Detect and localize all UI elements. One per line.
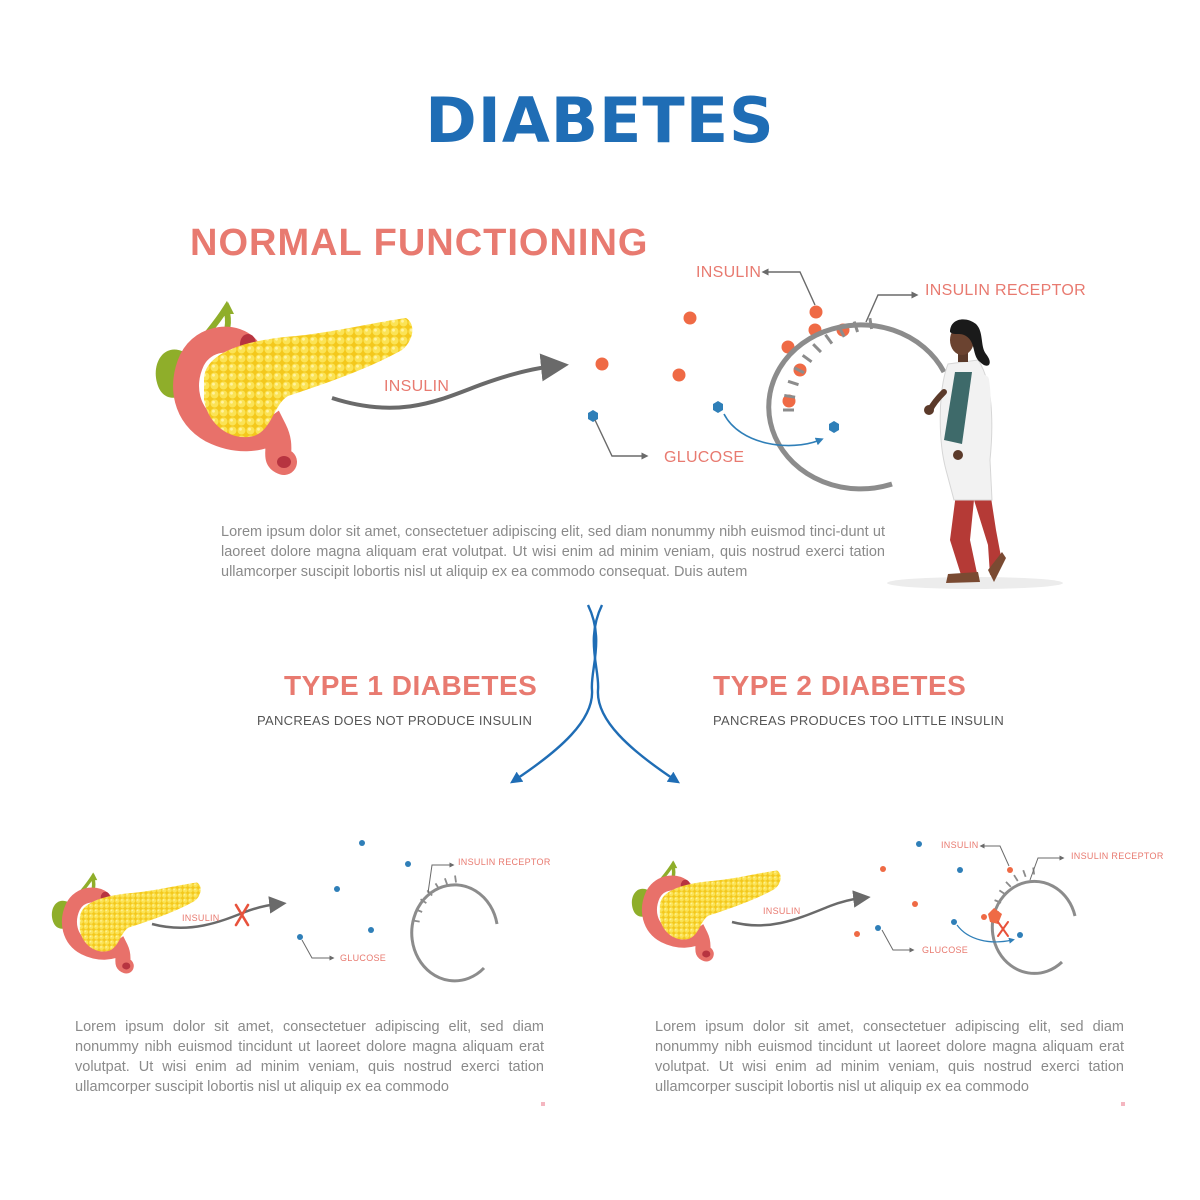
receptor-spike [434,882,440,890]
type1-cell [410,875,499,983]
receptor-spike [801,354,813,364]
receptor-spike [994,899,1002,904]
glucose-molecule [713,401,723,413]
type1-subheading: PANCREAS DOES NOT PRODUCE INSULIN [257,713,533,728]
type2-molecules [854,841,1023,938]
receptor-spike [787,379,799,387]
type2-cell [988,867,1077,975]
receptor-spike [784,393,796,399]
type2-insulin-flow-label: INSULIN [763,906,801,916]
receptor-spike [824,333,834,345]
insulin-molecule [672,368,686,382]
type2-insulin-label: INSULIN [941,840,979,850]
page-title: DIABETES [425,84,775,157]
glucose-pointer [594,419,649,460]
receptor-spike [837,326,846,338]
normal-heading: NORMAL FUNCTIONING [190,222,649,264]
receptor-spike [415,908,423,913]
receptor-spike [444,878,449,886]
insulin-flow-arrow [331,353,569,410]
type1-insulin-flow-label: INSULIN [182,913,220,923]
normal-body-text: Lorem ipsum dolor sit amet, consectetuer… [221,524,885,580]
insulin-molecule [809,305,823,319]
receptor-spike [852,321,859,333]
type1-glucose-label: GLUCOSE [340,953,387,963]
block-x-icon [234,903,250,927]
normal-glucose-label: GLUCOSE [664,449,745,466]
pancreas-icon [156,302,413,468]
glucose-molecule [829,421,839,433]
dot-mark [1121,1102,1125,1106]
type2-subheading: PANCREAS PRODUCES TOO LITTLE INSULIN [713,713,1005,728]
receptor-spike [1005,881,1012,888]
doctor-figure [887,319,1063,589]
split-arrow-icon [510,604,680,784]
type2-heading: TYPE 2 DIABETES [713,670,967,701]
type1-body-text: Lorem ipsum dolor sit amet, consectetuer… [75,1019,544,1095]
type2-glucose-label: GLUCOSE [922,945,969,955]
type2-block-x-icon [997,921,1009,937]
insulin-molecule [683,311,697,325]
cell-receptor-icon [766,322,947,492]
type1-receptor-label: INSULIN RECEPTOR [458,857,551,867]
type1-heading: TYPE 1 DIABETES [284,670,538,701]
receptor-pointer [865,291,919,323]
receptor-spike [1022,869,1027,878]
glucose-entry-arrow [723,413,824,447]
type2-receptor-label: INSULIN RECEPTOR [1071,851,1164,861]
normal-insulin-label: INSULIN [696,264,762,281]
type1-molecules [297,840,411,940]
insulin-molecule [595,357,609,371]
insulin-pointer [761,268,816,306]
receptor-spike [454,875,457,883]
dot-mark [541,1102,545,1106]
receptor-spikes [783,317,874,412]
receptor-spike [868,317,874,330]
receptor-spike [998,889,1006,896]
type1-pancreas [52,873,201,969]
normal-pancreas [156,302,413,468]
normal-receptor-label: INSULIN RECEPTOR [925,282,1086,299]
receptor-spike [412,919,420,923]
receptor-spike [420,898,427,904]
receptor-spike [1013,874,1019,882]
receptor-spike [812,343,823,354]
receptor-spike [793,366,805,375]
glucose-molecule [588,410,598,422]
type2-body-text: Lorem ipsum dolor sit amet, consectetuer… [655,1019,1124,1095]
normal-cell [766,317,947,492]
normal-insulin-flow-label: INSULIN [384,378,450,395]
normal-molecules [588,305,850,433]
type2-pancreas [632,861,781,957]
type2-flow-arrow [731,890,871,927]
